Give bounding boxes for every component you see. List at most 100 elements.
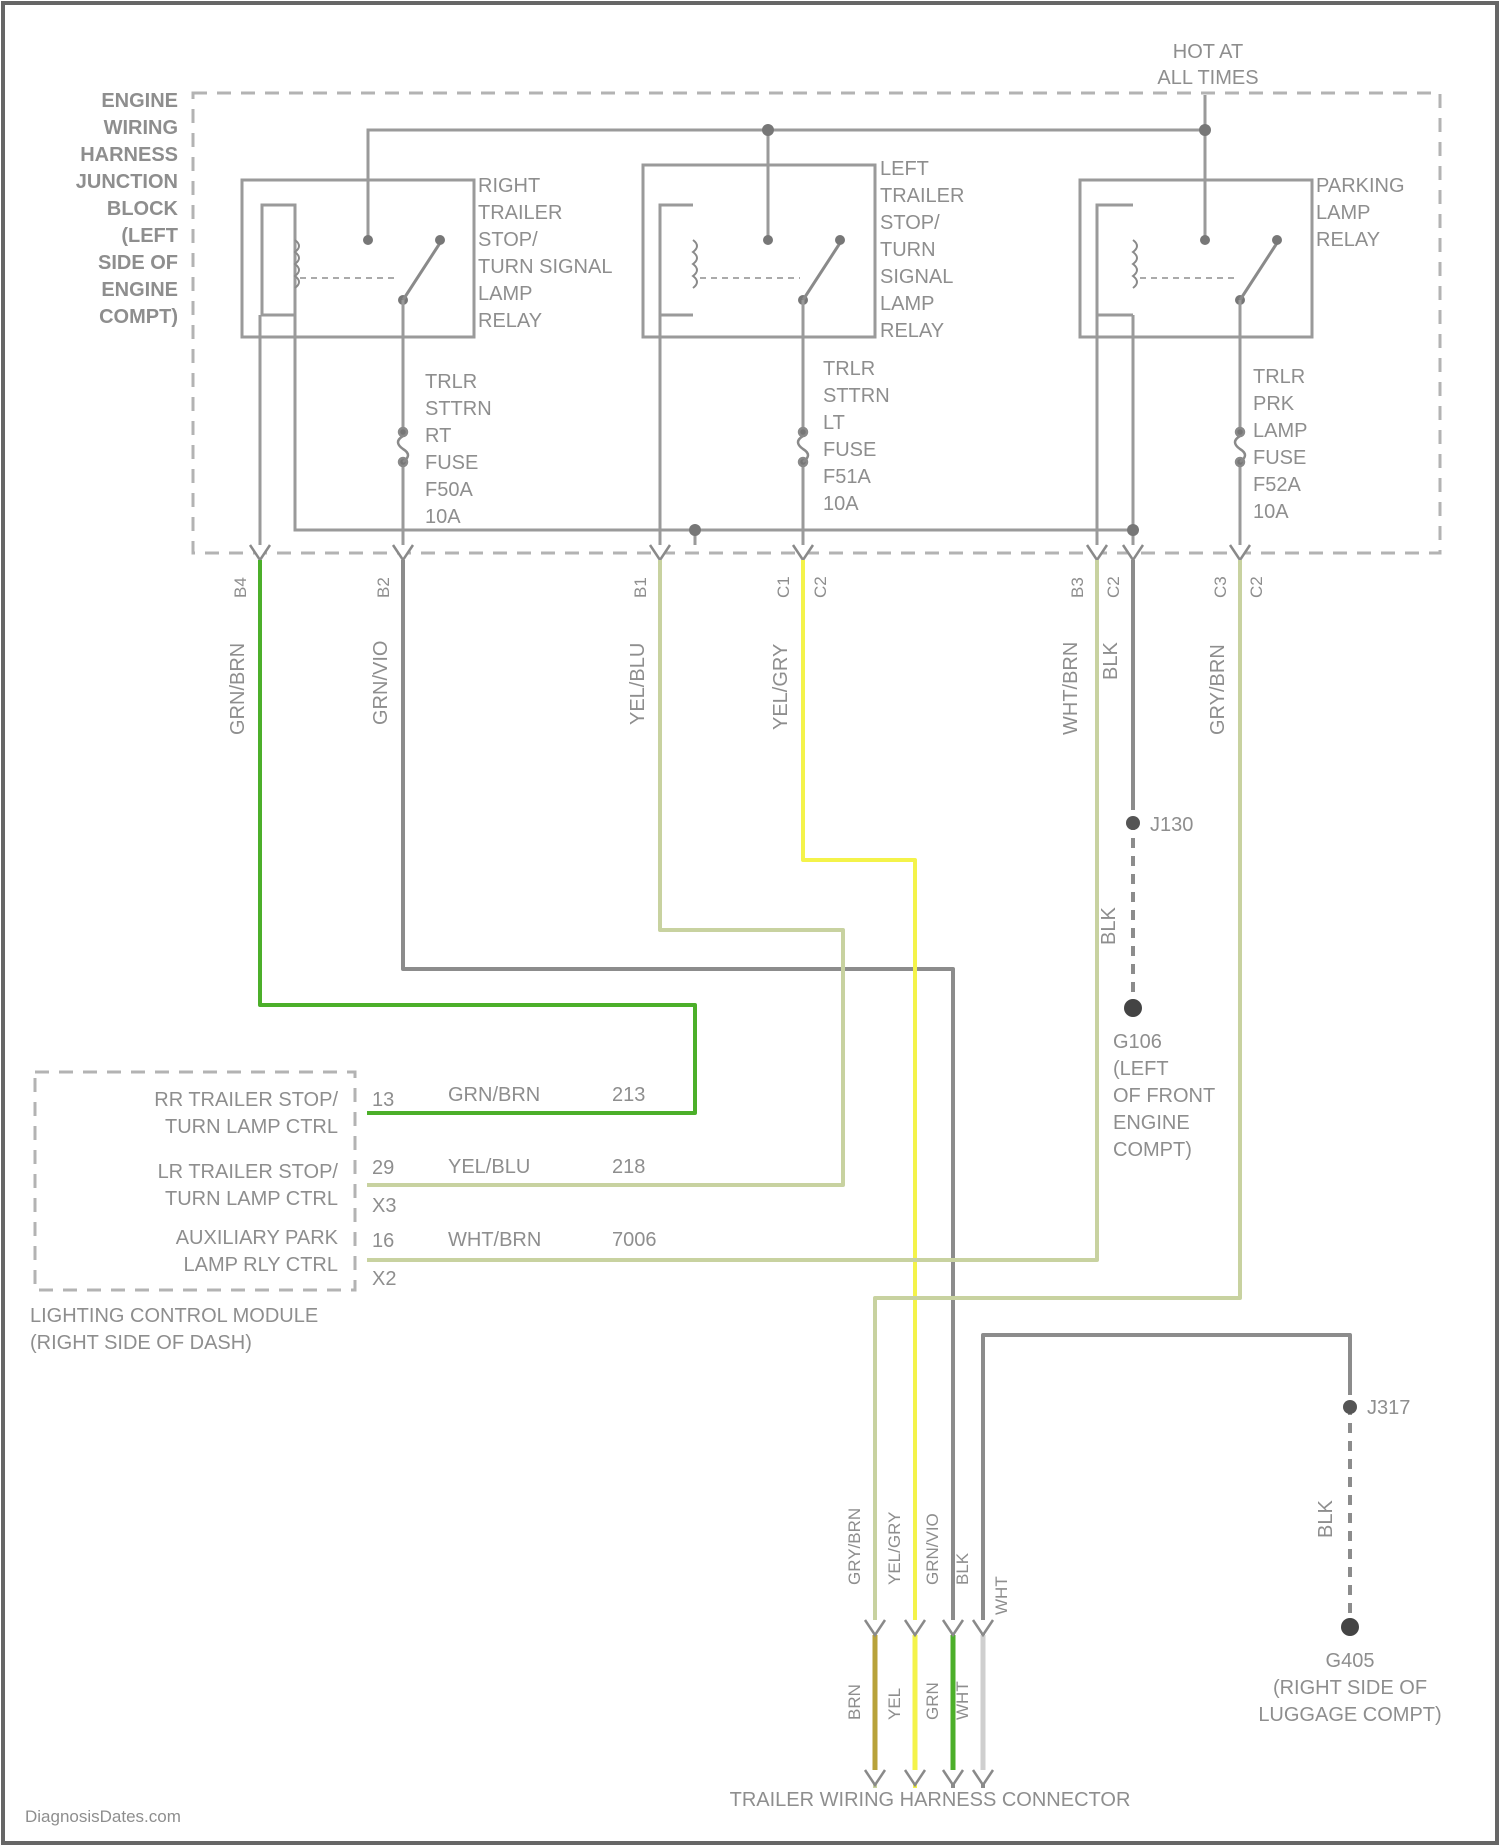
svg-text:13: 13 xyxy=(372,1089,394,1111)
ground-bus-splice-dot xyxy=(1127,524,1139,536)
svg-text:FUSE: FUSE xyxy=(1253,447,1306,469)
svg-text:COMPT): COMPT) xyxy=(99,306,178,328)
svg-text:YEL: YEL xyxy=(885,1688,904,1720)
trailer-connector-lower-labels: BRN YEL GRN WHT xyxy=(845,1681,972,1720)
connector-pins xyxy=(250,545,1250,560)
svg-text:TURN LAMP CTRL: TURN LAMP CTRL xyxy=(165,1116,338,1138)
svg-text:JUNCTION: JUNCTION xyxy=(76,171,178,193)
svg-text:RELAY: RELAY xyxy=(880,320,944,342)
svg-text:X2: X2 xyxy=(372,1268,396,1290)
blk-wire-label-rear: BLK xyxy=(1315,1500,1337,1538)
svg-text:BLOCK: BLOCK xyxy=(107,198,179,220)
svg-text:C2: C2 xyxy=(811,576,830,598)
svg-text:AUXILIARY PARK: AUXILIARY PARK xyxy=(176,1227,339,1249)
right-trailer-relay-label: RIGHT TRAILER STOP/ TURN SIGNAL LAMP REL… xyxy=(478,175,612,332)
svg-text:B3: B3 xyxy=(1068,577,1087,598)
ground-g405-label: G405 (RIGHT SIDE OF LUGGAGE COMPT) xyxy=(1258,1650,1441,1726)
svg-text:STTRN: STTRN xyxy=(823,385,890,407)
svg-text:LAMP: LAMP xyxy=(1316,202,1370,224)
svg-text:ENGINE: ENGINE xyxy=(101,90,178,112)
ground-g106 xyxy=(1124,999,1142,1017)
svg-text:WIRING: WIRING xyxy=(104,117,178,139)
splice-j130-label: J130 xyxy=(1150,814,1193,836)
ground-g405 xyxy=(1341,1618,1359,1636)
svg-text:YEL/GRY: YEL/GRY xyxy=(885,1512,904,1585)
splice-j317-label: J317 xyxy=(1367,1397,1410,1419)
svg-text:G405: G405 xyxy=(1326,1650,1375,1672)
svg-text:ENGINE: ENGINE xyxy=(101,279,178,301)
svg-text:(LEFT: (LEFT xyxy=(1113,1058,1169,1080)
svg-text:213: 213 xyxy=(612,1084,645,1106)
svg-text:F51A: F51A xyxy=(823,466,871,488)
lighting-control-module-label: LIGHTING CONTROL MODULE (RIGHT SIDE OF D… xyxy=(30,1305,318,1354)
bus-splice-dot xyxy=(762,124,774,136)
svg-text:PRK: PRK xyxy=(1253,393,1295,415)
svg-text:GRY/BRN: GRY/BRN xyxy=(1207,644,1229,735)
svg-text:C3: C3 xyxy=(1211,576,1230,598)
svg-text:TURN: TURN xyxy=(880,239,936,261)
svg-text:GRY/BRN: GRY/BRN xyxy=(845,1508,864,1585)
wire-yel-gry xyxy=(803,560,915,1788)
svg-text:LEFT: LEFT xyxy=(880,158,929,180)
splice-j130 xyxy=(1126,816,1140,830)
blk-wire-label-front: BLK xyxy=(1098,907,1120,945)
svg-text:29: 29 xyxy=(372,1157,394,1179)
svg-text:(LEFT: (LEFT xyxy=(121,225,178,247)
svg-text:BRN: BRN xyxy=(845,1684,864,1720)
bus-splice-dot xyxy=(1199,124,1211,136)
fuse-symbols xyxy=(398,428,1245,466)
svg-text:218: 218 xyxy=(612,1156,645,1178)
svg-text:F50A: F50A xyxy=(425,479,473,501)
svg-text:WHT: WHT xyxy=(953,1681,972,1720)
svg-text:RELAY: RELAY xyxy=(1316,229,1380,251)
svg-text:FUSE: FUSE xyxy=(425,452,478,474)
svg-text:SIDE OF: SIDE OF xyxy=(98,252,178,274)
svg-text:F52A: F52A xyxy=(1253,474,1301,496)
svg-text:COMPT): COMPT) xyxy=(1113,1139,1192,1161)
junction-block-label: ENGINE WIRING HARNESS JUNCTION BLOCK (LE… xyxy=(76,90,179,328)
svg-text:WHT/BRN: WHT/BRN xyxy=(448,1229,541,1251)
svg-text:WHT/BRN: WHT/BRN xyxy=(1060,642,1082,735)
splice-j317 xyxy=(1343,1400,1357,1414)
svg-text:ENGINE: ENGINE xyxy=(1113,1112,1190,1134)
svg-text:WHT: WHT xyxy=(992,1576,1011,1615)
svg-text:G106: G106 xyxy=(1113,1031,1162,1053)
svg-text:GRN/BRN: GRN/BRN xyxy=(227,643,249,735)
hot-at-all-times-label: HOT AT ALL TIMES xyxy=(1157,41,1258,89)
svg-text:16: 16 xyxy=(372,1230,394,1252)
svg-text:7006: 7006 xyxy=(612,1229,657,1251)
svg-text:LAMP: LAMP xyxy=(478,283,532,305)
svg-text:10A: 10A xyxy=(823,493,859,515)
svg-text:C2: C2 xyxy=(1247,576,1266,598)
svg-text:ALL TIMES: ALL TIMES xyxy=(1157,67,1258,89)
parking-lamp-relay xyxy=(1080,180,1312,337)
svg-text:BLK: BLK xyxy=(1100,642,1122,680)
ground-g106-label: G106 (LEFT OF FRONT ENGINE COMPT) xyxy=(1113,1031,1215,1161)
trailer-connector-label: TRAILER WIRING HARNESS CONNECTOR xyxy=(730,1789,1131,1811)
svg-text:TRLR: TRLR xyxy=(425,371,477,393)
svg-text:YEL/BLU: YEL/BLU xyxy=(448,1156,530,1178)
fuse-labels: TRLR STTRN RT FUSE F50A 10A TRLR STTRN L… xyxy=(425,358,1307,528)
svg-text:X3: X3 xyxy=(372,1195,396,1217)
parking-lamp-relay-label: PARKING LAMP RELAY xyxy=(1316,175,1405,251)
svg-text:RELAY: RELAY xyxy=(478,310,542,332)
svg-text:LR TRAILER STOP/: LR TRAILER STOP/ xyxy=(158,1161,339,1183)
wire-wht-brn xyxy=(367,560,1097,1260)
svg-text:LAMP RLY CTRL: LAMP RLY CTRL xyxy=(183,1254,338,1276)
svg-text:LT: LT xyxy=(823,412,845,434)
svg-text:SIGNAL: SIGNAL xyxy=(880,266,953,288)
svg-text:BLK: BLK xyxy=(953,1552,972,1585)
pin-labels: B4 B2 B1 C1 C2 B3 C2 C3 C2 xyxy=(231,576,1266,598)
svg-text:GRN: GRN xyxy=(923,1682,942,1720)
svg-text:RR TRAILER STOP/: RR TRAILER STOP/ xyxy=(154,1089,338,1111)
wire-color-labels: GRN/BRN GRN/VIO YEL/BLU YEL/GRY WHT/BRN … xyxy=(227,641,1229,735)
svg-text:HARNESS: HARNESS xyxy=(80,144,178,166)
svg-text:B1: B1 xyxy=(631,577,650,598)
svg-text:10A: 10A xyxy=(1253,501,1289,523)
svg-text:STOP/: STOP/ xyxy=(478,229,538,251)
svg-text:OF FRONT: OF FRONT xyxy=(1113,1085,1215,1107)
svg-text:LUGGAGE COMPT): LUGGAGE COMPT) xyxy=(1258,1704,1441,1726)
svg-text:TRAILER: TRAILER xyxy=(478,202,562,224)
svg-text:PARKING: PARKING xyxy=(1316,175,1405,197)
